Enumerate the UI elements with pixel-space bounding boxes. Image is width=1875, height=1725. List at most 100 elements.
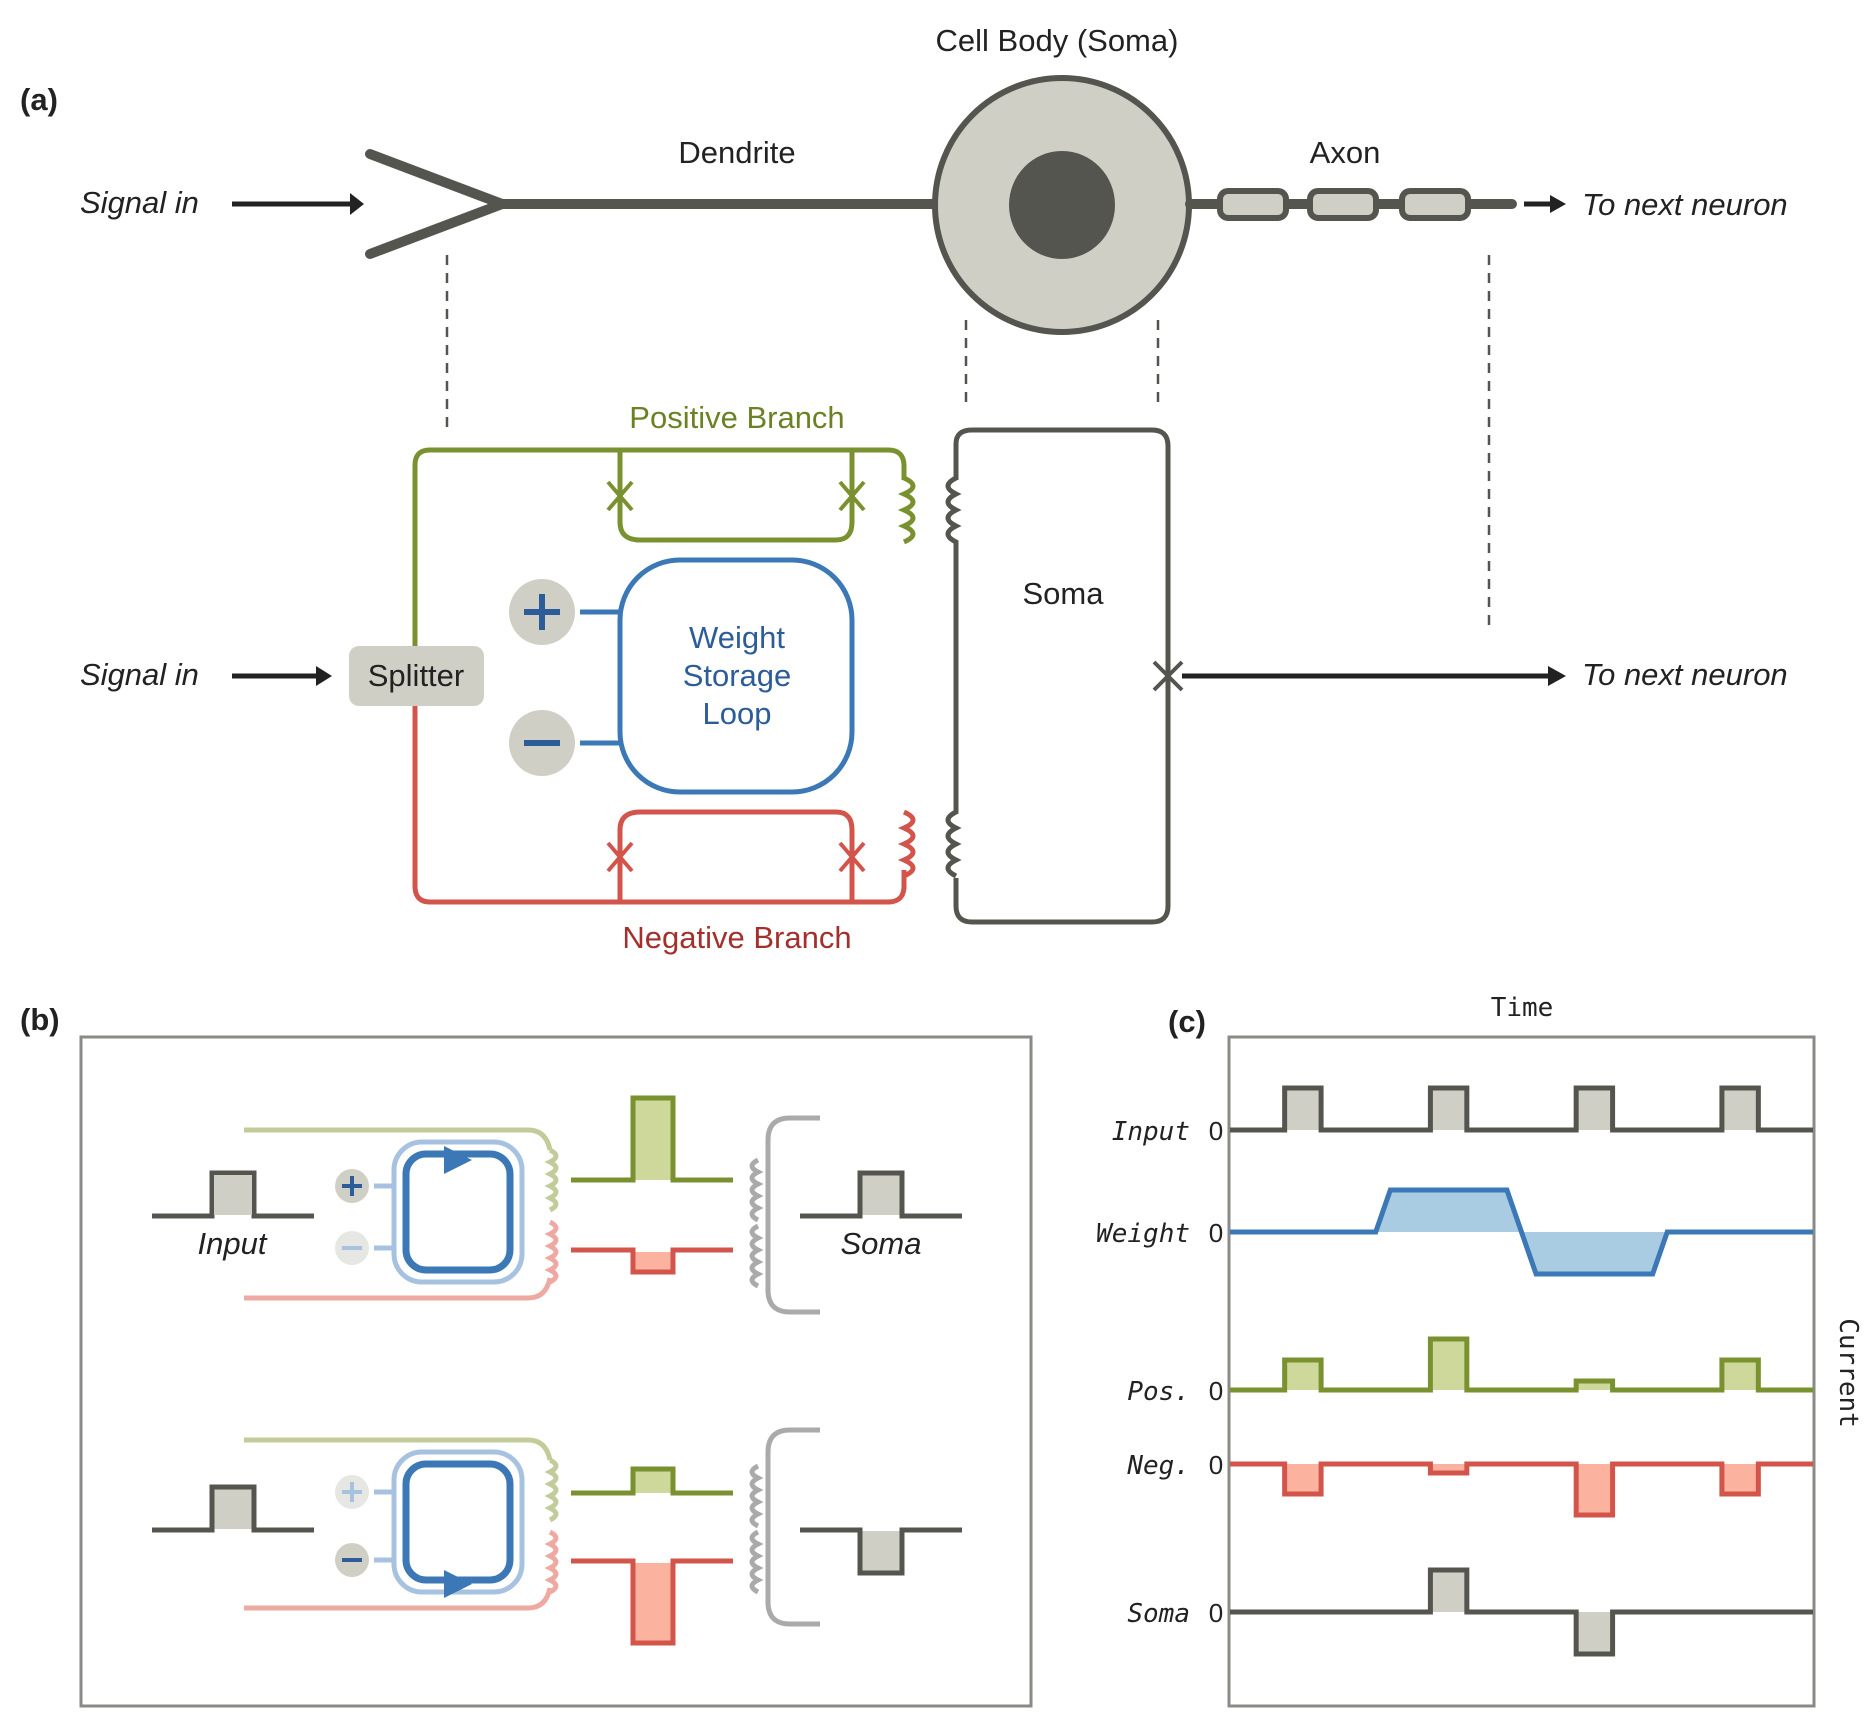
- axon-label: Axon: [1310, 135, 1381, 170]
- josephson-junction-icon: [606, 480, 866, 512]
- pos-pulse: [571, 1466, 733, 1496]
- soma-label: Soma: [841, 1226, 922, 1261]
- weight-storage-label-line1: Weight: [689, 620, 785, 655]
- input-pulse: [152, 1484, 314, 1533]
- trace-pos: [1230, 1336, 1813, 1393]
- pulse-fill-pos-1: [1430, 1339, 1467, 1390]
- loop-outer: [391, 1449, 525, 1595]
- zero-tick: 0: [1209, 1218, 1223, 1248]
- pulse-fill-pos-0: [1284, 1360, 1322, 1390]
- loop-inner: [402, 1150, 514, 1274]
- splitter-label: Splitter: [368, 658, 464, 693]
- pulse-fill-neg-1: [1430, 1464, 1467, 1473]
- panel-b-frame: [79, 1035, 1033, 1708]
- input-pulse-fill: [214, 1175, 252, 1215]
- pulse-fill-neg-3: [1721, 1464, 1759, 1494]
- neg-pulse-fill: [633, 1563, 673, 1643]
- myelin-sheath: [1307, 188, 1379, 221]
- plus-icon: [524, 594, 560, 630]
- soma-brace: [765, 1115, 820, 1315]
- negative-wire-light: [244, 1587, 553, 1611]
- counterclockwise-arrow-icon: [444, 1570, 472, 1598]
- series-label-weight: Weight: [1096, 1219, 1190, 1249]
- loop-inner: [402, 1460, 514, 1584]
- positive-branch-wire: [412, 447, 907, 646]
- negative-wire-light: [244, 1277, 553, 1301]
- soma-coils: [749, 1463, 764, 1595]
- scenario-positive: Input Soma: [152, 1095, 962, 1315]
- to-next-label-circuit: To next neuron: [1582, 657, 1788, 692]
- correspondence-lines: [445, 255, 1491, 632]
- josephson-junction-icon: [606, 841, 866, 873]
- series-label-soma: Soma: [1127, 1599, 1190, 1629]
- clockwise-arrow-icon: [444, 1146, 472, 1174]
- neg-pulse-fill: [633, 1252, 673, 1272]
- series-label-neg: Neg.: [1126, 1451, 1190, 1481]
- positive-inductor-coil: [897, 475, 916, 545]
- pulse-fill-input-1: [1430, 1088, 1467, 1130]
- positive-wire-light: [244, 1437, 553, 1461]
- soma-pulse-fill: [862, 1175, 900, 1215]
- trace-weight: [1230, 1187, 1813, 1277]
- pulse-fill-input-0: [1284, 1088, 1322, 1130]
- panel-a: (a) Signal in Dendrite Cell Body (Soma) …: [20, 23, 1788, 955]
- pulse-fill-neg-2: [1576, 1464, 1613, 1515]
- pulse-fill-pos-2: [1576, 1381, 1613, 1390]
- weight-storage-loop: [617, 557, 855, 795]
- neg-pulse: [571, 1558, 733, 1646]
- superconducting-circuit: Signal in Positive Branch Negative Branc…: [80, 400, 1788, 955]
- x-axis-label: Time: [1491, 993, 1554, 1023]
- panel-c-label: (c): [1168, 1004, 1206, 1039]
- trace-neg: [1230, 1461, 1813, 1518]
- soma-label: Soma: [1023, 576, 1105, 611]
- soma-pulse-fill: [862, 1531, 900, 1571]
- minus-port[interactable]: [509, 710, 575, 776]
- arrowhead-icon: [316, 666, 332, 686]
- nucleus: [1009, 151, 1115, 259]
- pulse-fill-neg-0: [1284, 1464, 1322, 1494]
- negative-coil-light: [544, 1219, 559, 1285]
- weight-storage-label-line2: Storage: [683, 658, 792, 693]
- negative-branch-label: Negative Branch: [622, 920, 851, 955]
- positive-coil-light: [544, 1147, 559, 1213]
- arrowhead-icon: [1548, 666, 1566, 686]
- scenario-negative: [152, 1427, 962, 1646]
- pulse-fill-pos-3: [1721, 1360, 1759, 1390]
- input-label: Input: [198, 1226, 268, 1261]
- zero-tick: 0: [1209, 1598, 1223, 1628]
- negative-inductor-coil: [897, 809, 916, 879]
- panel-c-frame: [1227, 1035, 1816, 1708]
- pos-pulse-fill: [633, 1471, 673, 1493]
- josephson-junction-icon: [1152, 660, 1184, 692]
- panel-b: (b) Input: [20, 1002, 1033, 1708]
- pulse-fill-input-2: [1576, 1088, 1613, 1130]
- input-pulse: [152, 1170, 314, 1219]
- negative-branch-wire: [412, 706, 907, 905]
- positive-coil-light: [544, 1457, 559, 1523]
- cell-body-label: Cell Body (Soma): [936, 23, 1179, 58]
- myelin-sheath: [1399, 188, 1471, 221]
- soma-pulse: [800, 1527, 962, 1576]
- plus-port[interactable]: [509, 579, 575, 645]
- soma-block: [953, 427, 1171, 925]
- panel-b-label: (b): [20, 1002, 60, 1037]
- zero-tick: 0: [1209, 1376, 1223, 1406]
- y-axis-label: Current: [1833, 1318, 1863, 1428]
- input-pulse-fill: [214, 1489, 252, 1529]
- pos-pulse: [571, 1095, 733, 1183]
- trace-input: [1230, 1085, 1813, 1133]
- dendrite-fork: [365, 149, 517, 259]
- pulse-fill-soma-2: [1576, 1612, 1613, 1654]
- loop-outer: [391, 1139, 525, 1285]
- pulse-fill-input-3: [1721, 1088, 1759, 1130]
- pos-pulse-fill: [633, 1100, 673, 1180]
- myelin-sheath: [1217, 188, 1289, 221]
- positive-loop: [617, 450, 855, 543]
- series-label-pos: Pos.: [1127, 1377, 1190, 1407]
- arrowhead-icon: [350, 193, 364, 215]
- signal-in-label-top: Signal in: [80, 185, 199, 220]
- arrowhead-icon: [1550, 195, 1566, 213]
